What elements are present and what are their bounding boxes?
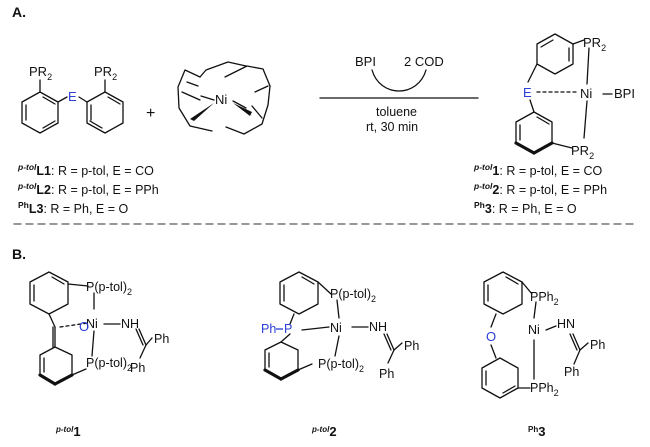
ligand-label: PhL3: R = Ph, E = O	[18, 200, 129, 216]
s1-ni: Ni	[86, 317, 98, 331]
product-label: p-tol1: R = p-tol, E = CO	[474, 162, 603, 178]
product-label-list: p-tol1: R = p-tol, E = CO p-tol2: R = p-…	[474, 160, 607, 217]
product-structure	[514, 33, 613, 155]
ligand-label-list: p-tolL1: R = p-tol, E = CO p-tolL2: R = …	[18, 160, 159, 217]
s2-ph-1: Ph	[404, 339, 419, 353]
product-e-atom: E	[523, 85, 532, 100]
arrow-reagent: BPI	[355, 54, 376, 69]
plus-sign: +	[146, 105, 155, 122]
structure-p-tol-2	[263, 271, 403, 381]
product-pr2-bottom: PR2	[571, 143, 594, 161]
product-label: p-tol2: R = p-tol, E = PPh	[474, 181, 608, 197]
ligand-structure	[21, 79, 124, 134]
caption-p-tol-1: p-tol1	[56, 424, 81, 439]
ligand-label: p-tolL1: R = p-tol, E = CO	[18, 162, 154, 178]
product-pr2-top: PR2	[583, 35, 606, 53]
s1-p-bottom: P(p-tol)2	[86, 356, 132, 373]
s1-p-top: P(p-tol)2	[86, 280, 132, 297]
panel-a-label: A.	[12, 4, 26, 20]
s2-p-bottom: P(p-tol)2	[318, 357, 364, 374]
s1-nh: NH	[121, 317, 139, 331]
structure-p-tol-1	[29, 271, 153, 386]
s2-p-phenyl: Ph	[261, 322, 276, 336]
s2-ph-2: Ph	[379, 367, 394, 381]
panel-b-label: B.	[12, 246, 26, 262]
s2-nh: NH	[369, 320, 387, 334]
s3-ni: Ni	[528, 323, 540, 337]
s2-ni: Ni	[330, 321, 342, 335]
s3-hn: HN	[557, 317, 575, 331]
arrow-byproduct: 2 COD	[404, 54, 444, 69]
arrow-conditions: rt, 30 min	[366, 120, 418, 134]
s2-p-atom: P	[284, 322, 292, 336]
caption-p-tol-2: p-tol2	[312, 424, 337, 439]
s2-p-top: P(p-tol)2	[330, 287, 376, 304]
arrow-solvent: toluene	[376, 105, 417, 119]
s1-ph-2: Ph	[130, 361, 145, 375]
s3-o-atom: O	[486, 329, 496, 344]
ligand-pr2-left: PR2	[29, 64, 52, 82]
product-bpi: BPI	[614, 86, 635, 101]
s3-pph2-bottom: PPh2	[530, 381, 559, 398]
s3-pph2-top: PPh2	[530, 290, 559, 307]
ni-cod-ni: Ni	[215, 92, 227, 107]
s1-ph-1: Ph	[154, 332, 169, 346]
caption-ph-3: Ph3	[528, 424, 546, 439]
s1-o-atom: O	[79, 319, 89, 334]
product-label: Ph3: R = Ph, E = O	[474, 200, 577, 216]
s3-ph-1: Ph	[590, 338, 605, 352]
ligand-e-atom: E	[68, 89, 77, 104]
s3-ph-2: Ph	[564, 365, 579, 379]
ligand-label: p-tolL2: R = p-tol, E = PPh	[18, 181, 159, 197]
product-ni: Ni	[580, 86, 592, 101]
ligand-pr2-right: PR2	[94, 64, 117, 82]
ni-cod-structure	[177, 61, 271, 135]
structure-ph-3	[481, 271, 589, 399]
